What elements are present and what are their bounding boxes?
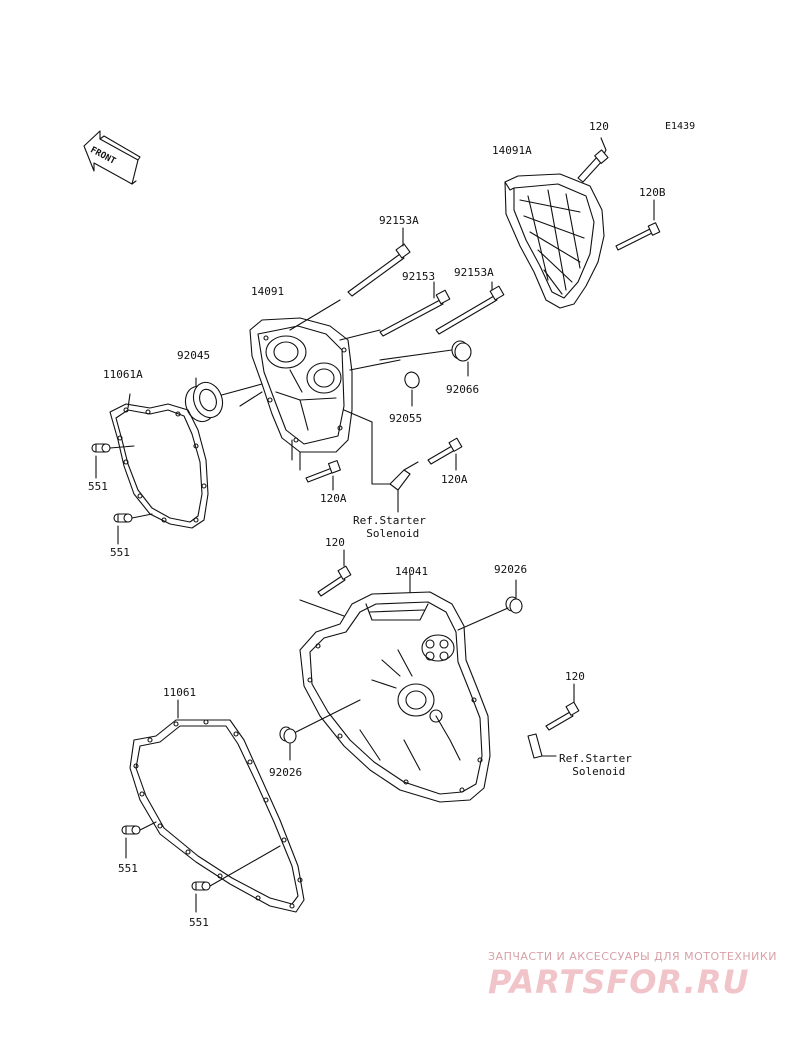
label-ref-starter-1[interactable]: Ref.Starter Solenoid [353,514,426,540]
label-120-top[interactable]: 120 [589,120,609,133]
plug-92026-top[interactable] [457,579,523,631]
label-120a-1[interactable]: 120A [320,492,347,505]
label-14091a[interactable]: 14091A [492,144,532,157]
label-92055[interactable]: 92055 [389,412,423,425]
plug-92066[interactable] [379,340,472,377]
label-120-right[interactable]: 120 [565,670,585,683]
bolt-120-top[interactable] [577,137,609,183]
solenoid-ref-2[interactable] [527,733,557,759]
cover-14091[interactable] [249,317,353,453]
label-11061[interactable]: 11061 [163,686,197,699]
dowel-551-c[interactable] [121,821,157,859]
label-551-d[interactable]: 551 [189,916,209,929]
label-92066[interactable]: 92066 [446,383,480,396]
bolt-120-right[interactable] [545,683,580,731]
gasket-11061[interactable] [129,699,305,913]
label-14091[interactable]: 14091 [251,285,285,298]
diagram-code: E1439 [665,121,696,132]
label-551-a[interactable]: 551 [88,480,108,493]
watermark-caption: ЗАПЧАСТИ И АКСЕССУАРЫ ДЛЯ МОТОТЕХНИКИ [488,950,777,963]
label-551-c[interactable]: 551 [118,862,138,875]
plug-92026-left[interactable] [279,699,361,761]
bolt-120a-2[interactable] [427,437,463,471]
bolt-120b[interactable] [615,199,661,251]
label-120-mid[interactable]: 120 [325,536,345,549]
bolt-120a-1[interactable] [305,460,341,491]
dowel-551-a[interactable] [91,443,135,479]
label-92026-top[interactable]: 92026 [494,563,528,576]
label-92026-left[interactable]: 92026 [269,766,303,779]
solenoid-ref-1[interactable] [389,461,419,513]
cover-14091a[interactable] [504,173,605,309]
front-arrow-icon [83,130,141,185]
label-120a-2[interactable]: 120A [441,473,468,486]
gasket-11061a[interactable] [109,393,209,529]
label-92045[interactable]: 92045 [177,349,211,362]
dowel-551-d[interactable] [191,845,281,913]
o-ring-92055[interactable] [403,370,422,407]
seal-92045[interactable] [181,377,228,426]
label-ref-starter-2[interactable]: Ref.Starter Solenoid [559,752,632,778]
bolt-92153a-1[interactable] [347,227,411,297]
label-14041[interactable]: 14041 [395,565,429,578]
bolt-92153a-2[interactable] [435,281,505,335]
label-551-b[interactable]: 551 [110,546,130,559]
label-11061a[interactable]: 11061A [103,368,143,381]
bolt-92153[interactable] [379,281,451,337]
label-92153a-2[interactable]: 92153A [454,266,494,279]
label-92153[interactable]: 92153 [402,270,436,283]
label-120b[interactable]: 120B [639,186,666,199]
watermark-logo: PARTSFOR.RU [488,963,750,1001]
bolt-120-mid[interactable] [299,549,352,617]
dowel-551-b[interactable] [113,513,153,545]
cover-14041[interactable] [299,573,491,803]
label-92153a-1[interactable]: 92153A [379,214,419,227]
